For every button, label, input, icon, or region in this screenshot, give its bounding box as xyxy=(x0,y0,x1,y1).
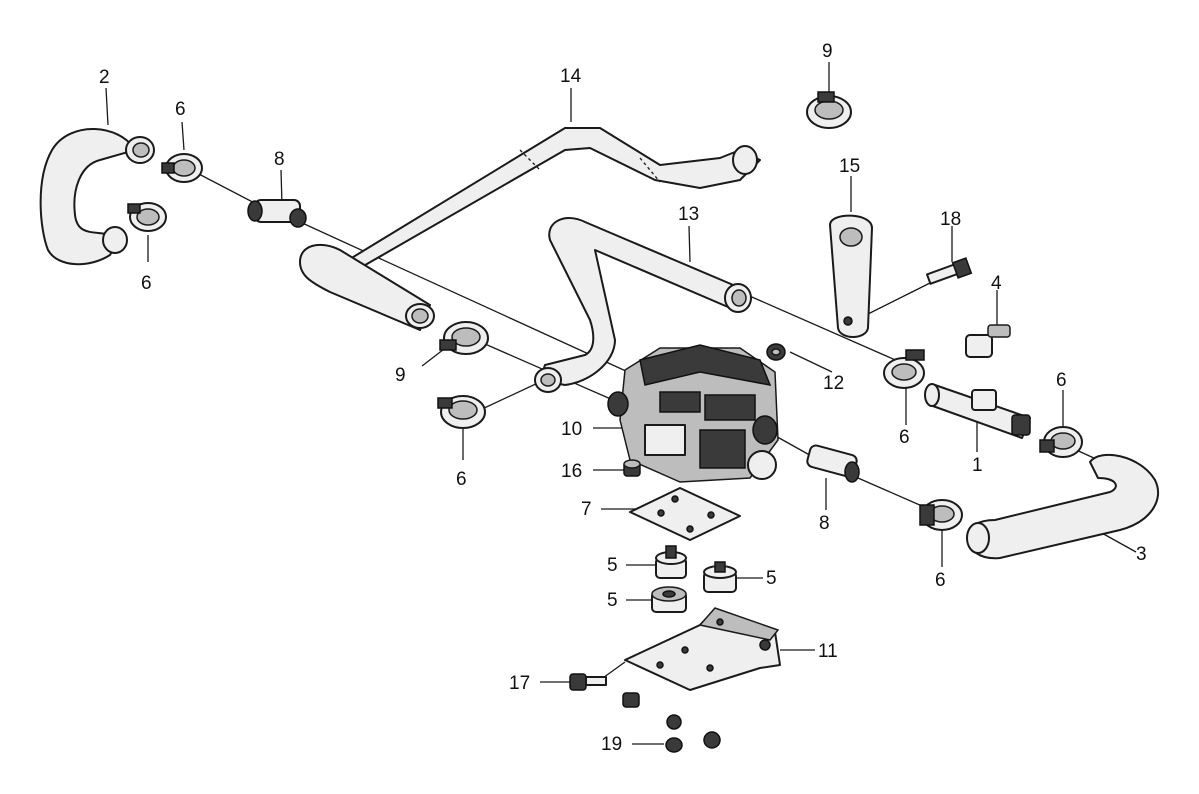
callout-6f: 6 xyxy=(935,570,946,591)
clamp-6-upper-left xyxy=(161,153,203,183)
callout-8b: 8 xyxy=(819,513,830,534)
callout-5c: 5 xyxy=(607,590,618,611)
callout-17: 17 xyxy=(509,673,530,694)
plate-7 xyxy=(629,487,741,541)
clamp-6-lower-left xyxy=(127,202,167,232)
mount-5-right xyxy=(703,561,737,593)
callout-13: 13 xyxy=(678,204,699,225)
callout-16: 16 xyxy=(561,461,582,482)
washer-12 xyxy=(766,343,786,361)
fitting-8-upper xyxy=(247,199,307,228)
callout-2: 2 xyxy=(99,67,110,88)
bracket-11 xyxy=(624,607,781,691)
mount-5-lower xyxy=(651,586,687,613)
pump-10 xyxy=(607,344,779,483)
bolt-17 xyxy=(569,673,607,691)
clamp-6-lower-right xyxy=(919,499,963,531)
clamp-6-far-right xyxy=(1039,426,1083,458)
clamp-9-left xyxy=(439,321,489,355)
clamp-9-top xyxy=(806,91,852,129)
callout-4: 4 xyxy=(991,273,1002,294)
callout-8a: 8 xyxy=(274,149,285,170)
clamp-6-mid-left xyxy=(437,395,486,429)
callout-6c: 6 xyxy=(456,469,467,490)
tee-fitting-1 xyxy=(924,383,1031,439)
callout-11: 11 xyxy=(818,641,838,662)
mount-5-upper xyxy=(655,545,687,579)
callout-7: 7 xyxy=(581,499,592,520)
hose-14 xyxy=(299,127,761,331)
callout-18: 18 xyxy=(940,209,961,230)
fitting-4 xyxy=(965,324,1011,358)
callout-6e: 6 xyxy=(1056,370,1067,391)
callout-6d: 6 xyxy=(899,427,910,448)
callout-9a: 9 xyxy=(822,41,833,62)
callout-labels: 1 2 3 4 5 5 5 6 6 6 6 6 6 7 8 8 9 9 10 1… xyxy=(99,41,1147,755)
callout-5b: 5 xyxy=(766,568,777,589)
callout-5a: 5 xyxy=(607,555,618,576)
hardware-19 xyxy=(622,692,721,753)
hose-13 xyxy=(534,217,752,393)
hose-2 xyxy=(39,128,155,266)
callout-6b: 6 xyxy=(141,273,152,294)
bolt-18 xyxy=(926,257,973,285)
bracket-15 xyxy=(829,214,873,338)
callout-9b: 9 xyxy=(395,365,406,386)
callout-12: 12 xyxy=(823,373,844,394)
callout-6a: 6 xyxy=(175,99,186,120)
callout-1: 1 xyxy=(972,455,983,476)
callout-15: 15 xyxy=(839,156,860,177)
nut-16 xyxy=(623,459,641,477)
callout-19: 19 xyxy=(601,734,622,755)
callout-3: 3 xyxy=(1136,544,1147,565)
hose-3 xyxy=(966,453,1160,560)
clamp-6-right-upper xyxy=(883,349,925,389)
fitting-8-lower xyxy=(806,444,860,483)
callout-10: 10 xyxy=(561,419,582,440)
callout-14: 14 xyxy=(560,66,582,87)
